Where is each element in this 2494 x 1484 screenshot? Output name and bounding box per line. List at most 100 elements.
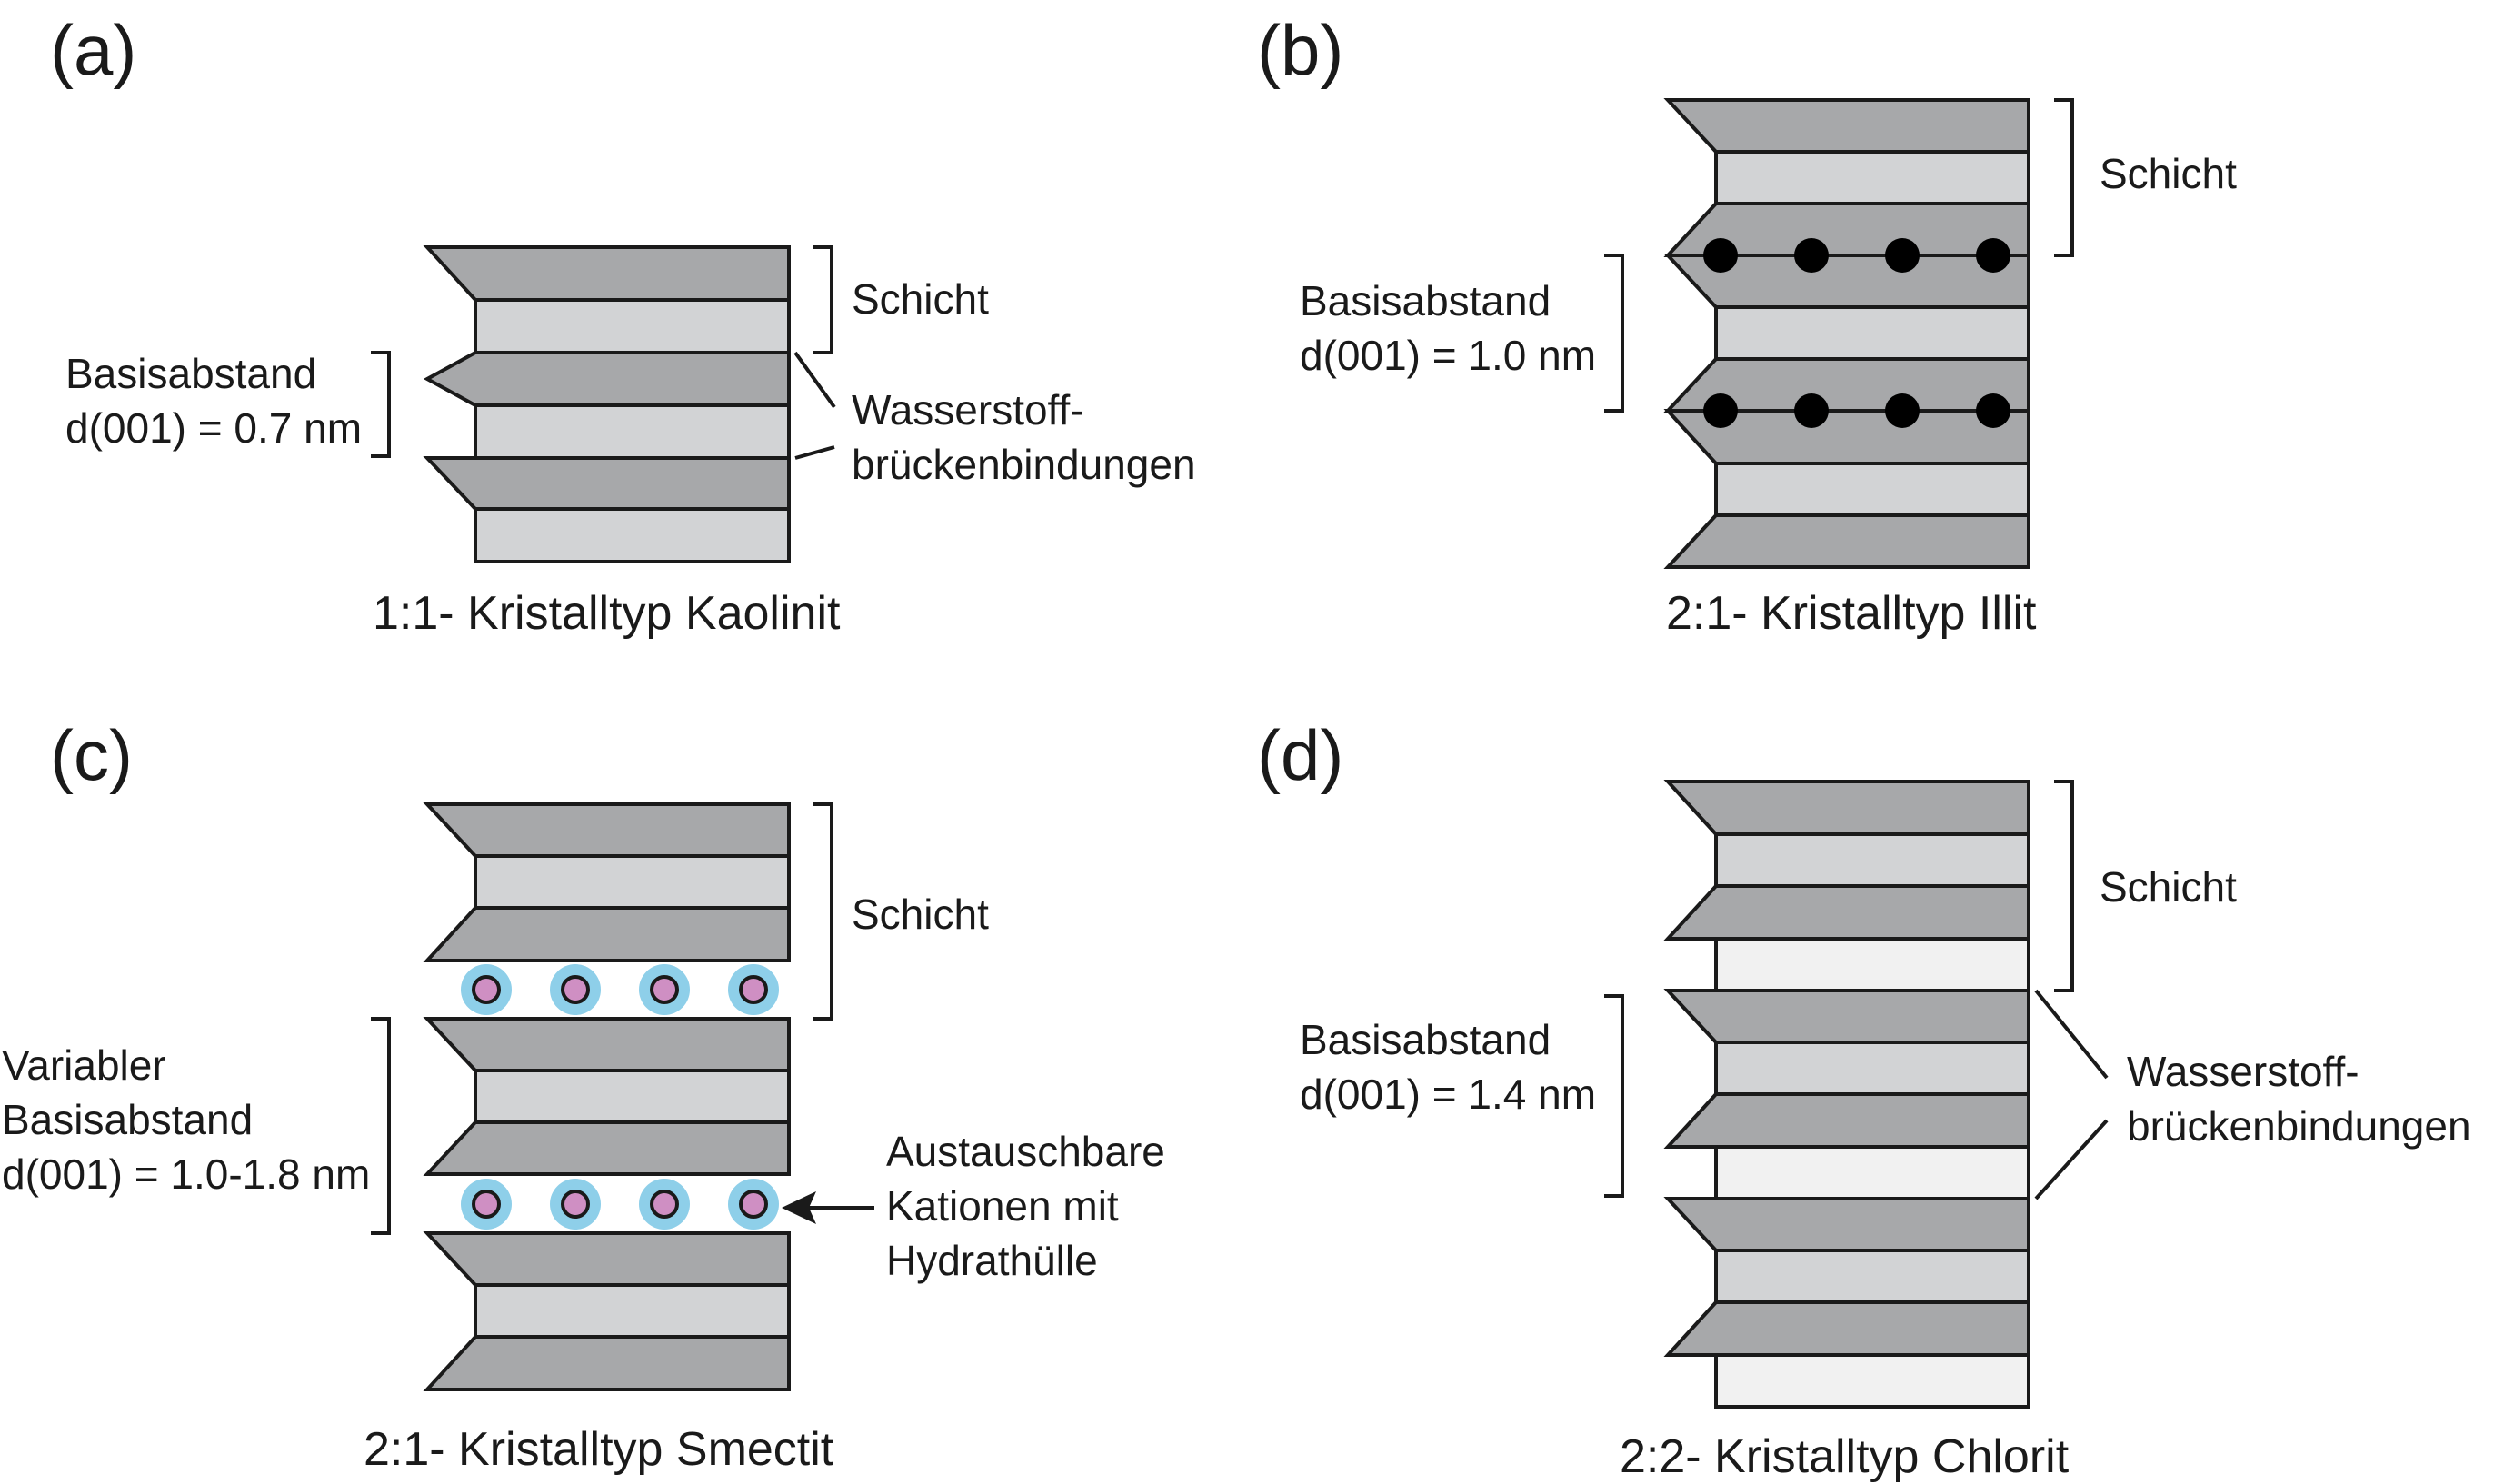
exchangeable-cation [472, 1190, 501, 1219]
panel-d-caption: 2:2- Kristalltyp Chlorit [1620, 1430, 2070, 1483]
panel-b-caption: 2:1- Kristalltyp Illit [1666, 587, 2037, 640]
basal-spacing-value: d(001) = 0.7 nm [65, 404, 362, 452]
hydrogen-bond-pointer [793, 351, 836, 409]
exchangeable-cation [650, 1190, 679, 1219]
basal-spacing-value: d(001) = 1.0 nm [1300, 332, 1596, 379]
exchangeable-cation [472, 975, 501, 1004]
exchangeable-cation [650, 975, 679, 1004]
panel-c: (c) [2, 715, 1165, 1476]
potassium-ion [1794, 238, 1829, 273]
chlorite-stack [1663, 780, 2030, 1409]
tetrahedral-sheet [1663, 884, 2030, 941]
potassium-ion [1885, 393, 1920, 428]
panel-c-label: (c) [50, 715, 133, 795]
panel-a-caption: 1:1- Kristalltyp Kaolinit [373, 587, 841, 640]
cation-arrow-head [782, 1191, 816, 1224]
hydrogen-bond-label-line1: Wasserstoff- [2127, 1048, 2359, 1095]
octahedral-sheet [1714, 1041, 2030, 1096]
hydrogen-bond-label-line2: brückenbindungen [852, 441, 1196, 488]
hydrogen-bond-label-line1: Wasserstoff- [852, 386, 1084, 433]
exchangeable-cation [739, 975, 768, 1004]
octahedral-sheet [474, 298, 791, 354]
interlayer-potassium-row [1668, 393, 2029, 428]
basal-spacing-label: Basisabstand [1300, 277, 1551, 324]
octahedral-sheet [474, 854, 791, 910]
panel-a-label: (a) [50, 10, 136, 90]
octahedral-sheet [474, 1283, 791, 1339]
tetrahedral-sheet [423, 245, 791, 302]
layer-bracket [813, 802, 833, 1021]
basal-spacing-label-line1: Variabler [2, 1041, 166, 1089]
layer-label: Schicht [2100, 863, 2237, 911]
brucite-sheet [1714, 1145, 2030, 1200]
panel-d-label: (d) [1257, 715, 1343, 795]
octahedral-sheet [474, 403, 791, 460]
tetrahedral-sheet [423, 1017, 791, 1072]
octahedral-sheet [1714, 150, 2030, 205]
basal-spacing-value: d(001) = 1.0-1.8 nm [2, 1150, 370, 1198]
tetrahedral-sheet [423, 1231, 791, 1287]
basal-spacing-label: Basisabstand [65, 350, 316, 397]
hydrogen-bond-pointer [794, 445, 835, 460]
panel-c-caption: 2:1- Kristalltyp Smectit [364, 1423, 834, 1476]
basal-spacing-label: Basisabstand [1300, 1016, 1551, 1063]
kaolinite-stack [423, 245, 791, 563]
octahedral-sheet [1714, 832, 2030, 888]
tetrahedral-sheet [423, 456, 791, 511]
tetrahedral-sheet [1663, 989, 2030, 1044]
potassium-ion [1703, 393, 1738, 428]
hydrogen-bond-pointer [2034, 989, 2109, 1080]
layer-bracket [813, 245, 833, 354]
cation-label-line3: Hydrathülle [886, 1237, 1098, 1284]
tetrahedral-sheet [1663, 1197, 2030, 1252]
panel-a: (a) Schicht Basisabstand d(001) = 0.7 nm… [50, 10, 1196, 640]
illite-stack [1663, 98, 2030, 569]
basal-spacing-label-line2: Basisabstand [2, 1096, 253, 1143]
hydrogen-bond-pointer [2034, 1119, 2109, 1200]
exchangeable-cation [561, 1190, 590, 1219]
tetrahedral-sheet [423, 802, 791, 858]
brucite-sheet [1714, 1353, 2030, 1409]
tetrahedral-sheet [423, 351, 791, 407]
smectite-stack [423, 802, 791, 1391]
octahedral-sheet [1714, 462, 2030, 517]
layer-label: Schicht [852, 275, 989, 323]
exchangeable-cation [561, 975, 590, 1004]
layer-bracket [2054, 780, 2074, 992]
interlayer-potassium-row [1668, 238, 2029, 273]
layer-label: Schicht [852, 891, 989, 938]
tetrahedral-sheet [423, 1120, 791, 1176]
tetrahedral-sheet [423, 906, 791, 962]
potassium-ion [1885, 238, 1920, 273]
basal-spacing-bracket [371, 351, 391, 458]
hydrogen-bond-label-line2: brückenbindungen [2127, 1102, 2471, 1150]
layer-label: Schicht [2100, 150, 2237, 197]
octahedral-sheet [474, 1069, 791, 1124]
basal-spacing-bracket [1604, 254, 1624, 413]
octahedral-sheet [474, 507, 791, 563]
tetrahedral-sheet [423, 1335, 791, 1391]
octahedral-sheet [1714, 1249, 2030, 1304]
panel-d: (d) Schicht Basisabstand d(001) = 1.4 nm [1257, 715, 2471, 1483]
cation-label-line1: Austauschbare [886, 1128, 1165, 1175]
potassium-ion [1794, 393, 1829, 428]
basal-spacing-bracket [371, 1017, 391, 1235]
basal-spacing-bracket [1604, 994, 1624, 1198]
potassium-ion [1976, 393, 2010, 428]
tetrahedral-sheet [1663, 513, 2030, 569]
tetrahedral-sheet [1663, 1300, 2030, 1357]
basal-spacing-value: d(001) = 1.4 nm [1300, 1071, 1596, 1118]
tetrahedral-sheet [1663, 1092, 2030, 1149]
potassium-ion [1976, 238, 2010, 273]
panel-b-label: (b) [1257, 10, 1343, 90]
exchangeable-cation [739, 1190, 768, 1219]
cation-label-line2: Kationen mit [886, 1182, 1119, 1230]
potassium-ion [1703, 238, 1738, 273]
octahedral-sheet [1714, 305, 2030, 361]
brucite-sheet [1714, 937, 2030, 992]
panel-b: (b) [1257, 10, 2237, 640]
hydrated-cation-row [461, 1179, 779, 1230]
layer-bracket [2054, 98, 2074, 257]
tetrahedral-sheet [1663, 780, 2030, 836]
